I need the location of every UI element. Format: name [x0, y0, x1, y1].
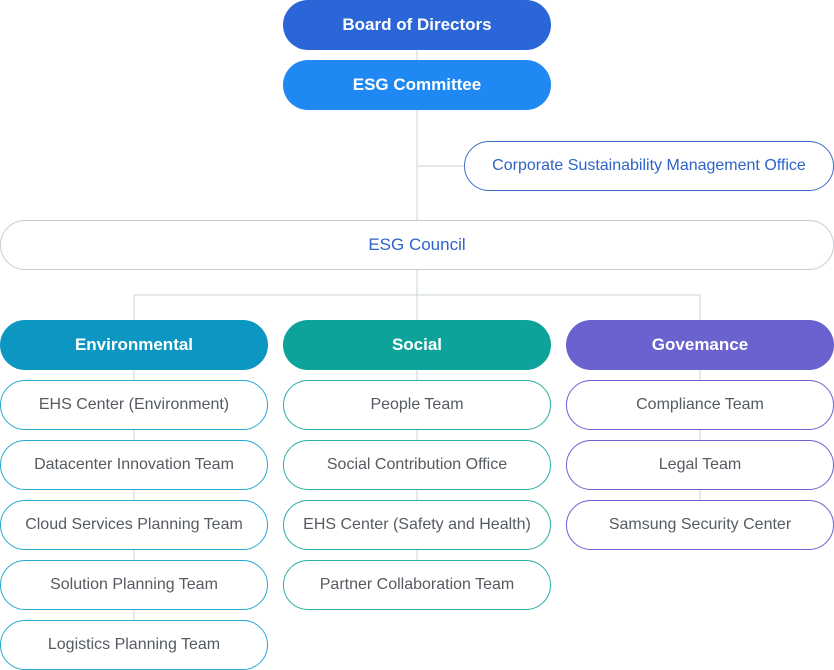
environmental-header: Environmental	[0, 320, 268, 370]
environmental-item: Datacenter Innovation Team	[0, 440, 268, 490]
social-item: People Team	[283, 380, 551, 430]
social-header: Social	[283, 320, 551, 370]
environmental-item: Cloud Services Planning Team	[0, 500, 268, 550]
environmental-item: Solution Planning Team	[0, 560, 268, 610]
environmental-item: EHS Center (Environment)	[0, 380, 268, 430]
social-item: Social Contribution Office	[283, 440, 551, 490]
governance-item: Samsung Security Center	[566, 500, 834, 550]
esg-committee-node: ESG Committee	[283, 60, 551, 110]
governance-header: Govemance	[566, 320, 834, 370]
governance-item: Legal Team	[566, 440, 834, 490]
esg-council-node: ESG Council	[0, 220, 834, 270]
environmental-item: Logistics Planning Team	[0, 620, 268, 670]
governance-item: Compliance Team	[566, 380, 834, 430]
board-of-directors-node: Board of Directors	[283, 0, 551, 50]
social-item: EHS Center (Safety and Health)	[283, 500, 551, 550]
sustainability-office-node: Corporate Sustainability Management Offi…	[464, 141, 834, 191]
social-item: Partner Collaboration Team	[283, 560, 551, 610]
